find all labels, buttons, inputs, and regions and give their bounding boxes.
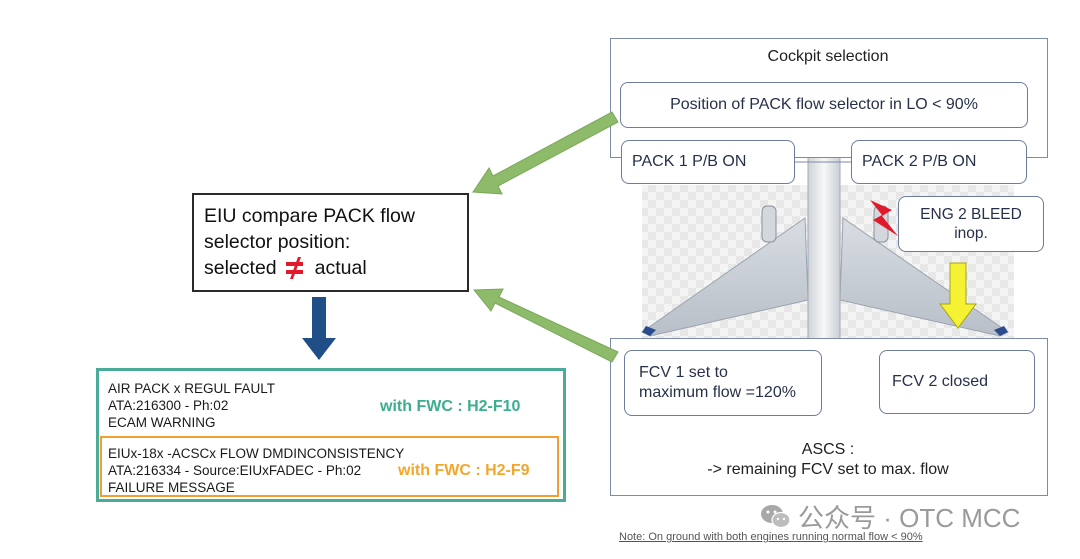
cockpit-selection-title: Cockpit selection xyxy=(767,48,889,65)
failure-message-title: EIUx-18x -ACSCx FLOW DMDINCONSISTENCY xyxy=(108,446,405,461)
pack1-pb-box: PACK 1 P/B ON xyxy=(621,140,795,184)
not-equal-icon xyxy=(285,257,303,279)
wechat-icon xyxy=(761,504,791,528)
right-wingtip xyxy=(994,326,1008,336)
watermark-text: 公众号 · OTC MCC xyxy=(798,503,1021,533)
failure-message-box xyxy=(100,436,559,497)
blue-down-arrow xyxy=(302,297,336,360)
eng2-bleed-box: ENG 2 BLEED inop. xyxy=(898,196,1044,252)
fcv2-box: FCV 2 closed xyxy=(879,350,1035,414)
ascs-title: ASCS : xyxy=(801,441,855,458)
green-arrow-lower xyxy=(472,288,619,363)
ascs-summary: ASCS : -> remaining FCV set to max. flow xyxy=(610,440,1046,480)
warning-ata: ATA:216300 - Ph:02 xyxy=(108,398,229,413)
fwc-h2-f9-label: with FWC : H2-F9 xyxy=(398,462,530,479)
eiu-line3: selected actual xyxy=(204,255,457,281)
failure-message-type: FAILURE MESSAGE xyxy=(108,480,235,495)
ecam-warning-box xyxy=(96,368,566,502)
failure-message-ata: ATA:216334 - Source:EIUxFADEC - Ph:02 xyxy=(108,463,362,478)
left-wingtip xyxy=(642,326,656,336)
eiu-line2: selector position: xyxy=(204,231,351,253)
ascs-result: -> remaining FCV set to max. flow xyxy=(707,461,949,478)
eiu-line1: EIU compare PACK flow xyxy=(204,205,415,227)
fcv1-line1: FCV 1 set to xyxy=(639,364,728,381)
eiu-actual-label: actual xyxy=(314,257,367,279)
lightning-icon xyxy=(870,200,898,236)
green-arrow-upper xyxy=(472,111,619,195)
footnote: Note: On ground with both engines runnin… xyxy=(619,531,923,543)
warning-type: ECAM WARNING xyxy=(108,415,216,430)
fcv1-box: FCV 1 set to maximum flow =120% xyxy=(624,350,822,416)
warning-title: AIR PACK x REGUL FAULT xyxy=(108,381,276,396)
eng2-bleed-status: inop. xyxy=(954,225,988,242)
pack-flow-selector-condition: Position of PACK flow selector in LO < 9… xyxy=(620,82,1028,128)
eiu-selected-label: selected xyxy=(204,257,277,279)
left-engine xyxy=(761,205,777,243)
fcv1-line2: maximum flow =120% xyxy=(639,384,796,401)
eiu-compare-box: EIU compare PACK flow selector position:… xyxy=(192,193,469,292)
watermark: 公众号 · OTC MCC xyxy=(760,498,1020,535)
fwc-h2-f10-label: with FWC : H2-F10 xyxy=(380,398,521,415)
pack2-pb-box: PACK 2 P/B ON xyxy=(851,140,1027,184)
eng2-bleed-label: ENG 2 BLEED xyxy=(920,206,1022,223)
yellow-down-arrow xyxy=(939,262,977,329)
